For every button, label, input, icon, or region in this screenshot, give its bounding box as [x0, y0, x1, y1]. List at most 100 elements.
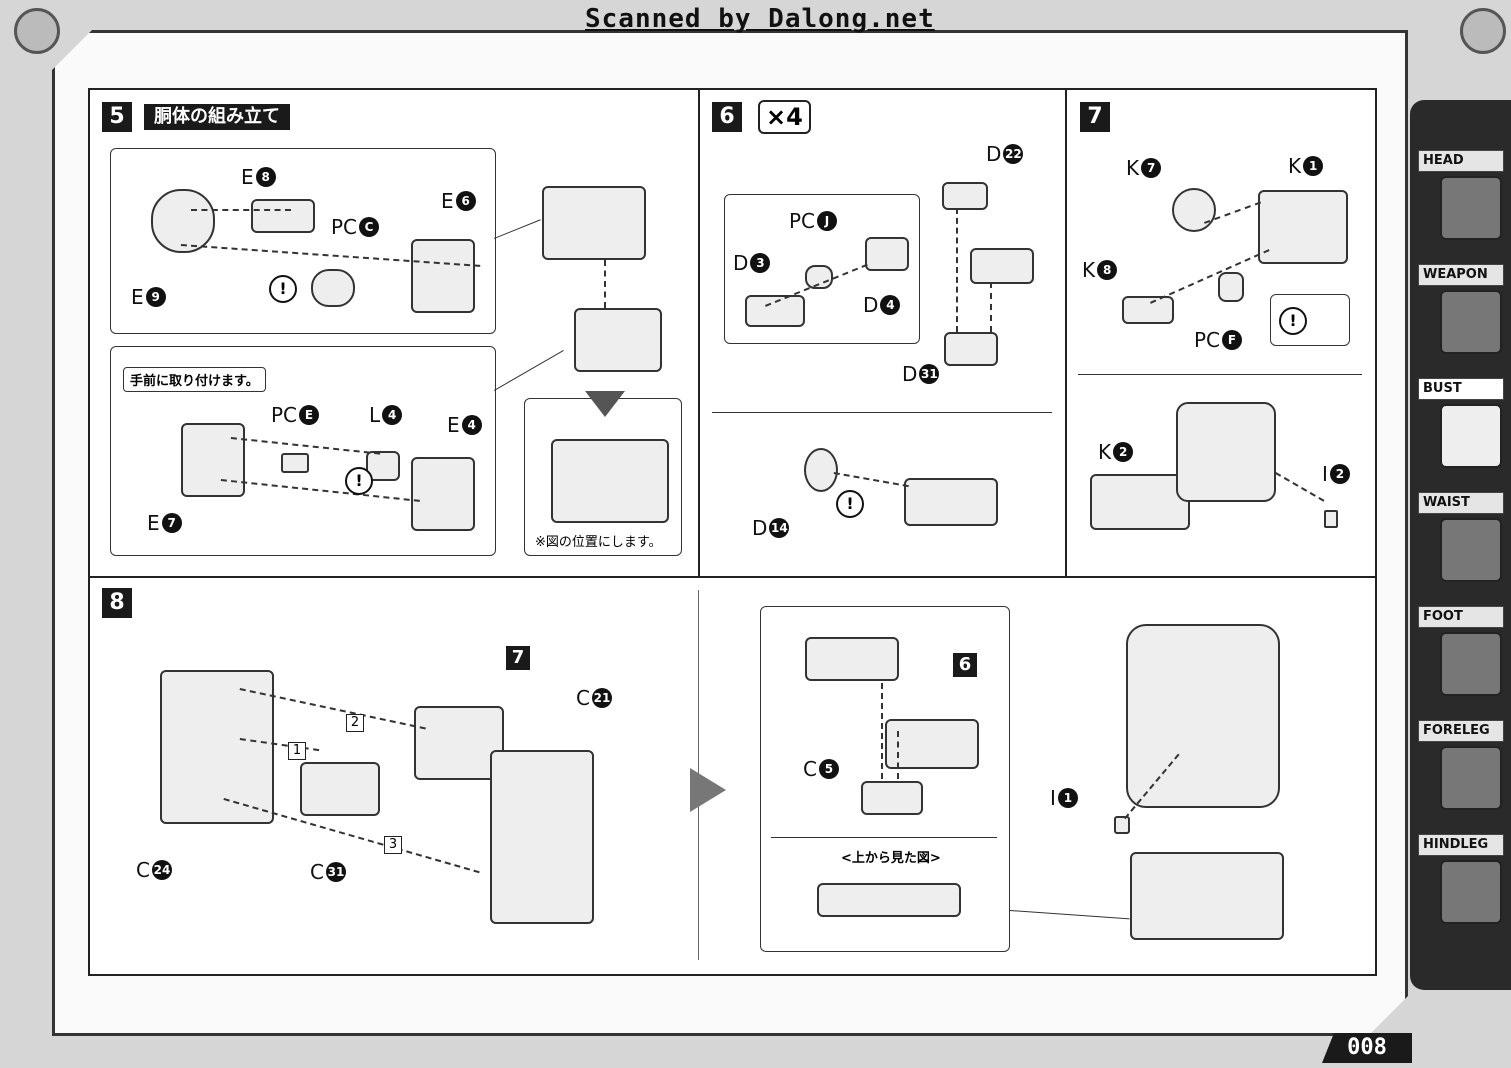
bust-icon [1440, 404, 1502, 468]
warning-icon: ! [1279, 307, 1307, 335]
part-illustration [861, 781, 923, 815]
part-illustration [970, 248, 1034, 284]
sidebar-tab-label: WEAPON [1418, 264, 1504, 286]
part-illustration [745, 295, 805, 327]
callout-line [494, 219, 541, 239]
part-illustration [1218, 272, 1244, 302]
step-ref-7: 7 [506, 646, 530, 670]
order-tag-2: 2 [346, 714, 364, 732]
step-6-multiplier: ×4 [758, 100, 811, 134]
sidebar-tab-foot[interactable]: FOOT [1418, 606, 1504, 696]
part-illustration [281, 453, 309, 473]
waist-icon [1440, 518, 1502, 582]
sidebar-tab-hindleg[interactable]: HINDLEG [1418, 834, 1504, 924]
part-illustration [300, 762, 380, 816]
part-illustration [942, 182, 988, 210]
top-view-caption: <上から見た図> [841, 851, 941, 866]
part-illustration [817, 883, 961, 917]
assembly-guide-line [990, 282, 992, 332]
part-illustration [411, 239, 475, 313]
weapon-icon [1440, 290, 1502, 354]
callout-line [494, 350, 564, 391]
part-illustration [414, 706, 504, 780]
step-5-title: 胴体の組み立て [144, 104, 290, 130]
step-7-number: 7 [1080, 102, 1110, 132]
sidebar-tab-foreleg[interactable]: FORELEG [1418, 720, 1504, 810]
sidebar-tab-label: FORELEG [1418, 720, 1504, 742]
sidebar-tab-label: WAIST [1418, 492, 1504, 514]
part-illustration [805, 265, 833, 289]
part-illustration [160, 670, 274, 824]
sidebar-tab-label: HEAD [1418, 150, 1504, 172]
panel-divider [1065, 90, 1067, 576]
order-tag-1: 1 [288, 742, 306, 760]
right-arrow-icon [690, 768, 726, 812]
part-illustration [865, 237, 909, 271]
sidebar-tab-head[interactable]: HEAD [1418, 150, 1504, 240]
assembly-guide-line [881, 683, 883, 779]
assembly-guide-line [833, 472, 909, 488]
part-illustration [574, 308, 662, 372]
step-5-caption: ※図の位置にします。 [535, 535, 662, 550]
part-illustration [1258, 190, 1348, 264]
warning-icon: ! [269, 275, 297, 303]
warning-icon: ! [345, 467, 373, 495]
part-illustration [1122, 296, 1174, 324]
sidebar-tab-weapon[interactable]: WEAPON [1418, 264, 1504, 354]
sidebar-tab-label: BUST [1418, 378, 1504, 400]
assembly-guide-line [1275, 472, 1325, 502]
part-illustration [804, 448, 838, 492]
callout-line [771, 837, 997, 838]
part-illustration [551, 439, 669, 523]
part-illustration [1176, 402, 1276, 502]
part-illustration [1324, 510, 1338, 528]
assembly-guide-line [604, 260, 606, 308]
part-illustration [1114, 816, 1130, 834]
part-illustration [1090, 474, 1190, 530]
sidebar-tab-label: HINDLEG [1418, 834, 1504, 856]
part-illustration [411, 457, 475, 531]
callout-line [1009, 910, 1130, 920]
sidebar-tab-bust[interactable]: BUST [1418, 378, 1504, 468]
part-illustration [1126, 624, 1280, 808]
assembly-guide-line [956, 208, 958, 332]
step-5-result-box: ※図の位置にします。 [524, 391, 682, 556]
part-illustration [805, 637, 899, 681]
step-ref-6: 6 [953, 653, 977, 677]
step-7-detail-box: ! [1270, 294, 1350, 346]
sidebar-tab-waist[interactable]: WAIST [1418, 492, 1504, 582]
part-illustration [1172, 188, 1216, 232]
part-illustration [490, 750, 594, 924]
panel-divider [698, 90, 700, 576]
assembly-guide-line [1150, 249, 1270, 304]
scan-credit: Scanned by Dalong.net [585, 4, 935, 34]
part-illustration [1130, 852, 1284, 940]
assembly-guide-line [220, 479, 420, 502]
step-5-note: 手前に取り付けます。 [123, 367, 266, 392]
